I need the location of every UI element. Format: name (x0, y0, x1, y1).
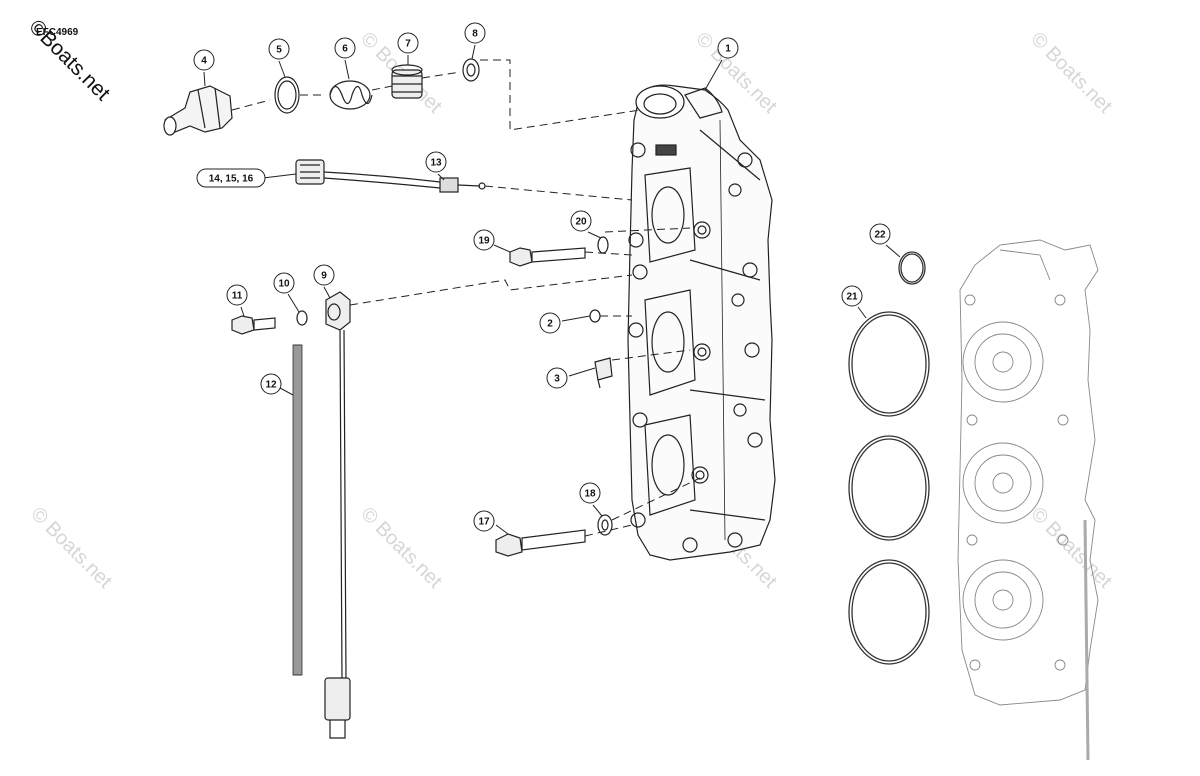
watermark: © Boats.net (356, 503, 446, 593)
callout-9: 9 (313, 264, 335, 299)
callout-bubble (570, 210, 592, 232)
callout-bubble (717, 37, 739, 59)
callout-number: 3 (554, 374, 560, 385)
callout-2: 2 (539, 312, 591, 334)
callout-14-15-16: 14, 15, 16 (196, 168, 297, 188)
callout-20: 20 (570, 210, 602, 239)
sensor-harness-drawing (295, 159, 486, 193)
corrugated-sleeve-drawing (292, 344, 303, 676)
callout-number: 10 (278, 279, 290, 290)
callout-8: 8 (464, 22, 486, 60)
callout-bubble (841, 285, 863, 307)
callout-leader-line (471, 44, 476, 60)
callout-1: 1 (704, 37, 739, 91)
callout-leader-line (885, 244, 901, 258)
thermostat-parts-drawing (163, 58, 480, 136)
callout-number: 20 (575, 217, 587, 228)
callout-number: 22 (874, 230, 886, 241)
callout-bubble (193, 49, 215, 71)
engine-block-drawing (957, 239, 1099, 761)
callout-leader-line (857, 306, 867, 319)
callout-leader-line (568, 367, 596, 377)
callout-number: 21 (846, 292, 858, 303)
knock-sensor-drawing (324, 291, 351, 739)
callout-leader-line (344, 59, 350, 80)
callout-3: 3 (546, 367, 596, 389)
callout-number: 12 (265, 380, 277, 391)
callout-leader-line (495, 524, 509, 535)
callout-bubble (579, 482, 601, 504)
callout-leader-line (323, 286, 331, 299)
callout-leader-line (240, 306, 245, 317)
callout-7: 7 (397, 32, 419, 65)
callout-bubble (313, 264, 335, 286)
drawing-id: EFC4969 (36, 27, 79, 38)
watermark: © Boats.net (1026, 28, 1116, 118)
callout-bubble (397, 32, 419, 54)
callout-number: 4 (201, 56, 207, 67)
callout-bubble (473, 229, 495, 251)
callout-number: 17 (478, 517, 490, 528)
callout-number: 5 (276, 45, 282, 56)
piston-rings-drawing (848, 251, 930, 665)
callout-number: 2 (547, 319, 553, 330)
callout-12: 12 (260, 373, 294, 396)
callout-bubble (473, 510, 495, 532)
callout-leader-line (704, 59, 723, 91)
callout-number: 19 (478, 236, 490, 247)
fasteners-drawing (231, 236, 613, 557)
callout-leader-line (437, 173, 445, 181)
callout-18: 18 (579, 482, 603, 517)
watermark: © Boats.net (26, 503, 116, 593)
callout-13: 13 (425, 151, 447, 181)
callout-bubble (268, 38, 290, 60)
callout-leader-line (203, 71, 206, 87)
callout-11: 11 (226, 284, 248, 317)
callout-number: 13 (430, 158, 442, 169)
callout-number: 18 (584, 489, 596, 500)
callout-10: 10 (273, 272, 300, 313)
watermark: © Boats.net (1026, 503, 1116, 593)
callout-leader-line (561, 315, 591, 322)
callout-leader-line (262, 173, 297, 179)
callout-19: 19 (473, 229, 511, 253)
callout-leader-line (587, 231, 602, 239)
callout-bubble (425, 151, 447, 173)
callout-22: 22 (869, 223, 901, 258)
callout-5: 5 (268, 38, 290, 78)
callout-bubble (539, 312, 561, 334)
callout-leader-line (278, 60, 286, 78)
assembly-lines (231, 59, 701, 537)
callout-bubble (334, 37, 356, 59)
callout-leader-line (493, 244, 511, 253)
callout-4: 4 (193, 49, 215, 87)
callout-bubble (869, 223, 891, 245)
callout-bubble (196, 168, 266, 188)
callout-leader-line (279, 387, 294, 396)
callout-leader-line (287, 293, 300, 313)
callout-bubble (546, 367, 568, 389)
callout-number: 14, 15, 16 (209, 174, 254, 185)
callout-leader-line (592, 504, 603, 517)
callout-number: 1 (725, 44, 731, 55)
callout-21: 21 (841, 285, 867, 319)
callout-6: 6 (334, 37, 356, 80)
callout-number: 8 (472, 29, 478, 40)
cylinder-head-drawing (627, 84, 776, 561)
callout-17: 17 (473, 510, 509, 535)
callout-number: 6 (342, 44, 348, 55)
callout-bubble (226, 284, 248, 306)
callout-number: 11 (232, 291, 243, 302)
callout-bubble (273, 272, 295, 294)
callout-bubble (260, 373, 282, 395)
callout-bubble (464, 22, 486, 44)
callout-number: 7 (405, 39, 411, 50)
callout-number: 9 (321, 271, 327, 282)
